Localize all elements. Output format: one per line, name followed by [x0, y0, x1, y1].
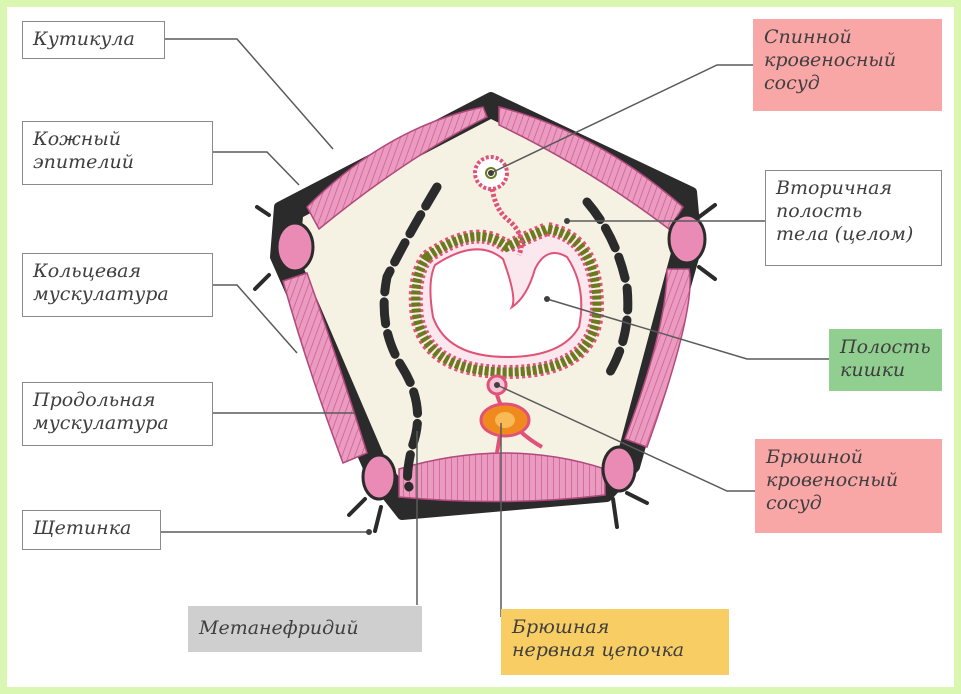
label-ventral-vessel: Брюшной кровеносный сосуд [755, 439, 942, 533]
muscle-knob [603, 447, 635, 491]
label-cuticle: Кутикула [22, 21, 165, 59]
label-longitudinal-muscles: Продольная мускулатура [22, 382, 213, 446]
muscle-knob [363, 455, 395, 499]
seta [349, 499, 381, 531]
muscle-knob [669, 215, 705, 263]
leader-circular-muscles [213, 285, 297, 353]
label-circular-muscles: Кольцевая мускулатура [22, 253, 213, 317]
seta [255, 207, 269, 289]
label-gut-cavity: Полость кишки [829, 329, 942, 391]
label-skin-epithelium: Кожный эпителий [22, 121, 213, 185]
diagram-canvas: Кутикула Кожный эпителий Кольцевая муску… [7, 7, 954, 687]
label-coelom: Вторичная полость тела (целом) [765, 170, 942, 266]
label-ventral-nerve-cord: Брюшная нервная цепочка [501, 609, 729, 675]
leader-skin-epithelium [213, 152, 299, 185]
seta [613, 493, 647, 527]
label-seta: Щетинка [22, 510, 161, 550]
label-dorsal-vessel: Спинной кровеносный сосуд [753, 19, 942, 111]
label-metanephridium: Метанефридий [188, 606, 422, 652]
muscle-knob [277, 223, 313, 271]
